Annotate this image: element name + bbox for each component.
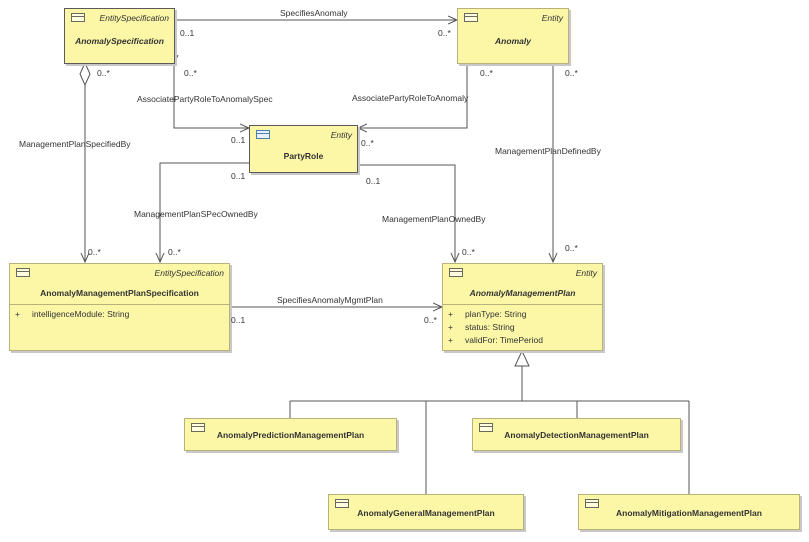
multiplicity: 0..* (565, 68, 578, 78)
label-management-plan-owned-by: ManagementPlanOwnedBy (382, 214, 486, 224)
class-icon (585, 499, 599, 508)
label-management-plan-spec-owned-by: ManagementPlanSPecOwnedBy (134, 209, 258, 219)
attribute: +planType: String (448, 309, 527, 319)
compartment-divider (443, 304, 602, 305)
label-management-plan-defined-by: ManagementPlanDefinedBy (495, 146, 601, 156)
class-icon (479, 423, 493, 432)
multiplicity: 0..* (462, 247, 475, 257)
multiplicity: 0..* (168, 247, 181, 257)
class-icon (335, 499, 349, 508)
edge-management-plan-owned-by[interactable] (358, 165, 455, 262)
class-name: AnomalySpecification (75, 36, 164, 46)
class-name: AnomalyManagementPlan (469, 288, 576, 298)
aggregation-diamond (79, 61, 91, 87)
multiplicity: 0..* (480, 68, 493, 78)
class-anomaly-prediction-management-plan[interactable]: AnomalyPredictionManagementPlan (184, 418, 397, 451)
class-stereotype: EntitySpecification (154, 268, 224, 278)
multiplicity: 0..* (424, 315, 437, 325)
label-associate-party-role-to-anomaly: AssociatePartyRoleToAnomaly (352, 93, 469, 103)
class-anomaly-specification[interactable]: EntitySpecification AnomalySpecification (64, 8, 175, 64)
multiplicity: 0..1 (180, 28, 195, 38)
edge-associate-party-role-to-anomaly-spec[interactable] (174, 64, 249, 128)
class-name: AnomalyMitigationManagementPlan (616, 508, 762, 518)
label-management-plan-specified-by: ManagementPlanSpecifiedBy (19, 139, 131, 149)
label-specifies-anomaly-mgmt-plan: SpecifiesAnomalyMgmtPlan (277, 295, 383, 305)
multiplicity: 0..1 (231, 315, 246, 325)
attribute: +status: String (448, 322, 515, 332)
class-stereotype: Entity (541, 13, 563, 23)
class-party-role[interactable]: Entity PartyRole (249, 125, 358, 173)
class-name: AnomalyManagementPlanSpecification (40, 288, 199, 298)
class-stereotype: Entity (575, 268, 597, 278)
multiplicity: 0..* (565, 243, 578, 253)
attribute: +validFor: TimePeriod (448, 335, 543, 345)
multiplicity: 0..1 (366, 176, 381, 186)
class-name: PartyRole (283, 151, 324, 161)
compartment-divider (10, 304, 229, 305)
label-specifies-anomaly: SpecifiesAnomaly (280, 8, 348, 18)
class-anomaly-management-plan-specification[interactable]: EntitySpecification AnomalyManagementPla… (9, 263, 230, 351)
class-stereotype: Entity (330, 130, 352, 140)
class-anomaly-mitigation-management-plan[interactable]: AnomalyMitigationManagementPlan (578, 494, 800, 530)
edge-management-plan-spec-owned-by[interactable] (160, 163, 249, 262)
class-icon (256, 130, 270, 139)
class-name: AnomalyGeneralManagementPlan (357, 508, 495, 518)
class-stereotype: EntitySpecification (99, 13, 169, 23)
class-anomaly-detection-management-plan[interactable]: AnomalyDetectionManagementPlan (472, 418, 681, 451)
multiplicity: 0..1 (231, 171, 246, 181)
multiplicity: 0..* (88, 247, 101, 257)
attribute: +intelligenceModule: String (15, 309, 130, 319)
class-icon (16, 268, 30, 277)
class-icon (464, 13, 478, 22)
multiplicity: 0..* (361, 138, 374, 148)
class-icon (449, 268, 463, 277)
class-name: Anomaly (495, 36, 531, 46)
class-icon (191, 423, 205, 432)
multiplicity: 0..1 (231, 135, 246, 145)
class-anomaly-management-plan[interactable]: Entity AnomalyManagementPlan +planType: … (442, 263, 603, 351)
multiplicity: 0..* (97, 68, 110, 78)
label-associate-party-role-to-anomaly-spec: AssociatePartyRoleToAnomalySpec (137, 94, 273, 104)
class-anomaly[interactable]: Entity Anomaly (457, 8, 569, 64)
multiplicity: 0..* (438, 28, 451, 38)
class-name: AnomalyDetectionManagementPlan (504, 430, 649, 440)
class-name: AnomalyPredictionManagementPlan (216, 430, 365, 440)
class-icon (71, 13, 85, 22)
edge-associate-party-role-to-anomaly[interactable] (358, 64, 467, 128)
multiplicity: 0..* (184, 68, 197, 78)
generalization-triangle[interactable] (514, 349, 530, 367)
class-anomaly-general-management-plan[interactable]: AnomalyGeneralManagementPlan (328, 494, 524, 530)
